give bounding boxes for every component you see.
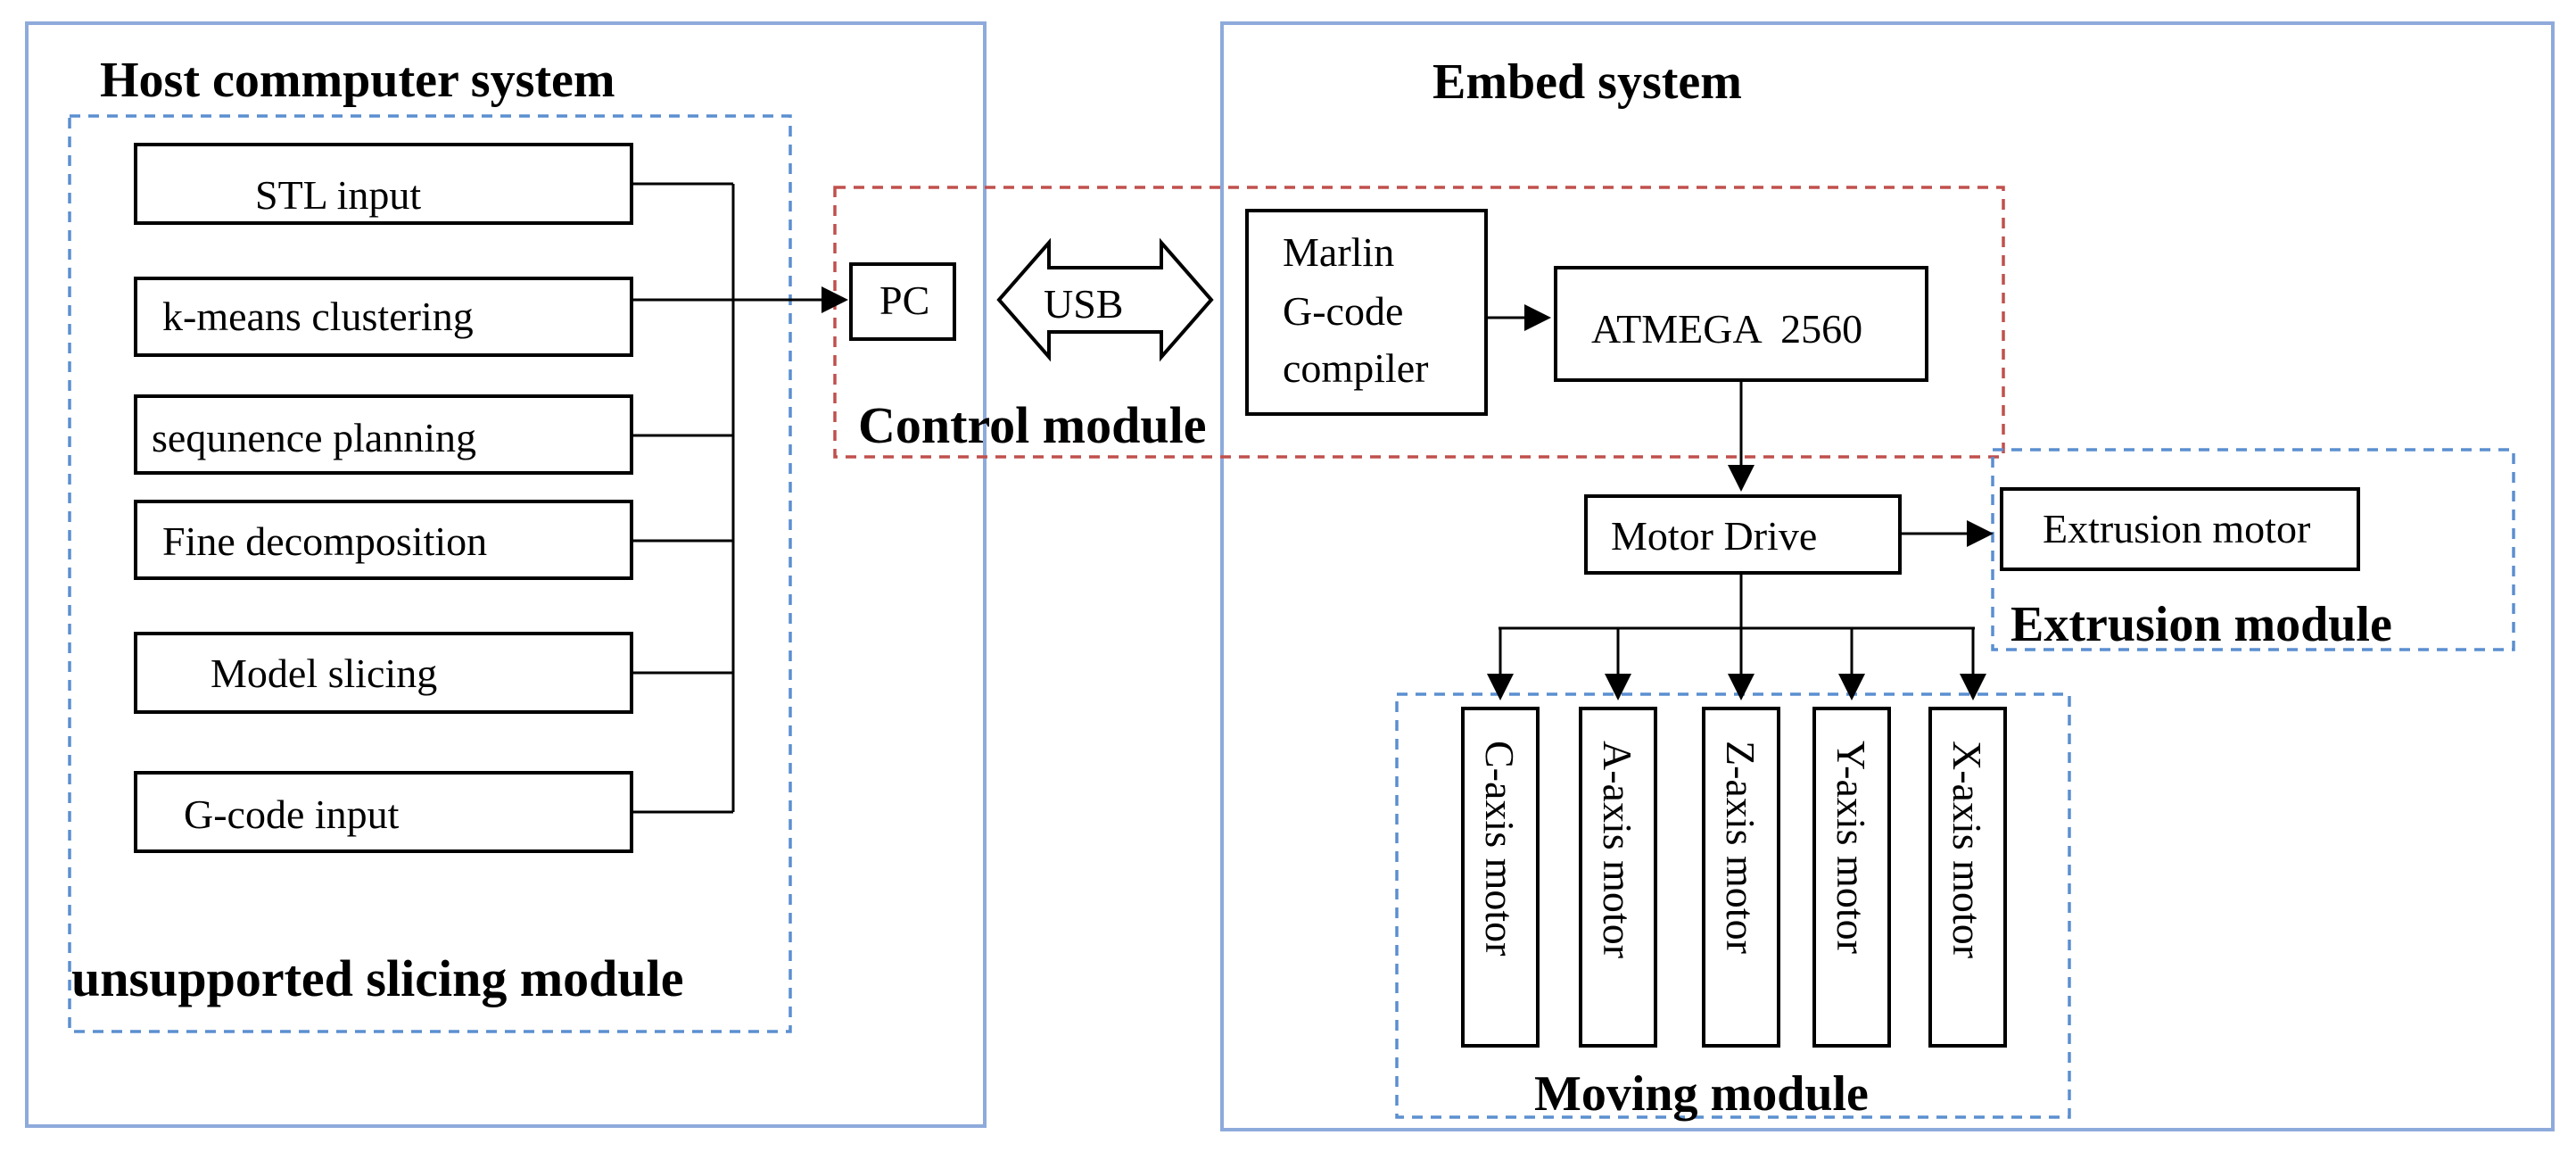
step-box [134, 632, 633, 714]
motor-distribution [1487, 573, 1986, 700]
embed-system-title: Embed system [1432, 54, 1742, 110]
a-axis-motor-label: A-axis motor [1595, 741, 1640, 958]
marlin-line-2: G-code [1283, 288, 1403, 334]
step-label: Fine decomposition [162, 518, 487, 564]
embed-system-frame [1220, 21, 2555, 1131]
step-label: sequnence planning [152, 415, 476, 460]
control-module-label: Control module [858, 396, 1206, 454]
x-axis-motor-label: X-axis motor [1944, 741, 1990, 958]
slicing-steps: STL input k-means clustering sequnence p… [134, 143, 735, 853]
step-box [134, 500, 633, 580]
usb-label: USB [1044, 281, 1123, 327]
slicing-module-frame [68, 114, 792, 1033]
y-axis-motor-box [1812, 707, 1891, 1048]
step-box [134, 394, 633, 475]
slicing-module-label: unsupported slicing module [71, 949, 684, 1007]
z-axis-motor-box [1702, 707, 1780, 1048]
step-label: G-code input [184, 791, 400, 837]
marlin-compiler-box [1245, 209, 1488, 416]
marlin-line-3: compiler [1283, 345, 1429, 391]
host-system-frame [25, 21, 987, 1128]
usb-double-arrow [996, 237, 1214, 362]
y-axis-motor-label: Y-axis motor [1829, 741, 1874, 954]
moving-module-frame [1395, 692, 2071, 1119]
atmega-label: ATMEGA 2560 [1591, 306, 1862, 352]
motor-drive-label: Motor Drive [1611, 513, 1817, 559]
step-label: Model slicing [211, 650, 437, 696]
step-label: k-means clustering [162, 294, 474, 339]
host-system-title: Host commputer system [100, 53, 615, 108]
c-axis-motor-box [1461, 707, 1540, 1048]
moving-module-label: Moving module [1534, 1066, 1869, 1122]
pc-box [849, 262, 956, 341]
extrusion-module-frame [1991, 448, 2515, 651]
atmega-box [1554, 266, 1928, 382]
extrusion-motor-label: Extrusion motor [2043, 506, 2310, 551]
z-axis-motor-label: Z-axis motor [1718, 741, 1763, 954]
step-label: STL input [255, 172, 421, 218]
extrusion-motor-box [2000, 487, 2360, 571]
pc-label: PC [879, 278, 929, 323]
step-box [134, 143, 633, 225]
extrusion-module-label: Extrusion module [2010, 597, 2392, 652]
step-box [134, 277, 633, 357]
marlin-line-1: Marlin [1283, 229, 1394, 275]
step-box [134, 771, 633, 853]
a-axis-motor-box [1579, 707, 1657, 1048]
x-axis-motor-box [1928, 707, 2007, 1048]
c-axis-motor-label: C-axis motor [1477, 741, 1523, 956]
control-module-frame [833, 186, 2005, 459]
